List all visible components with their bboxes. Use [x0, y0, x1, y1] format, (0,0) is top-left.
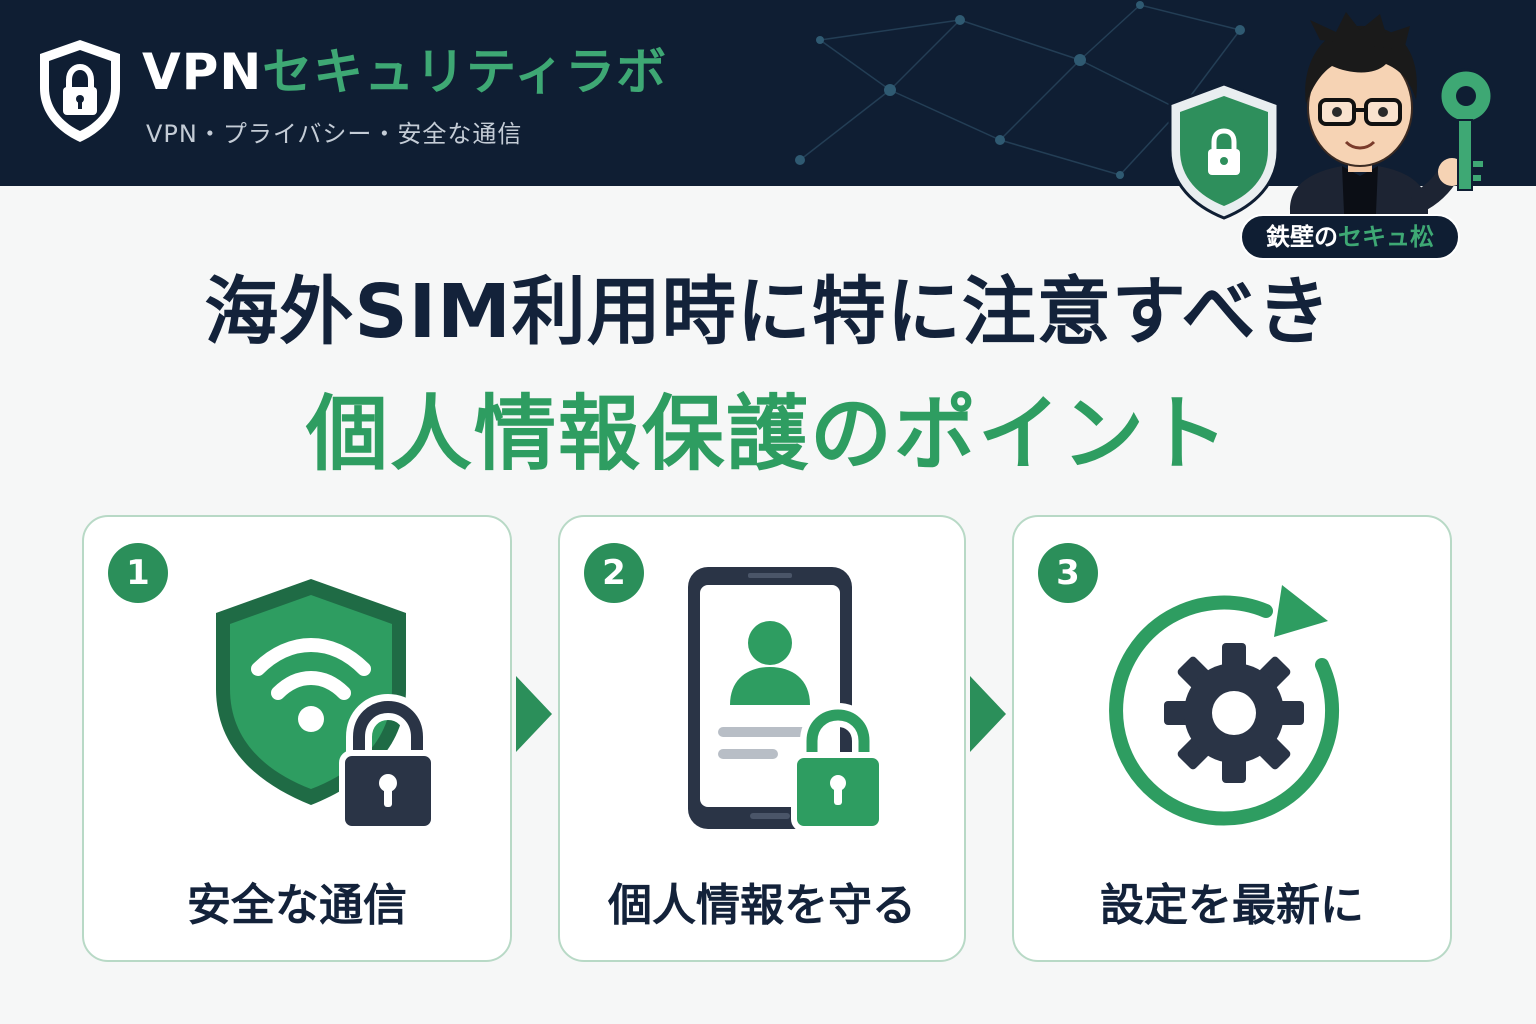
badge-part1: 鉄壁の	[1266, 223, 1338, 251]
step-label-3: 設定を最新に	[1100, 880, 1364, 931]
brand-vpn: VPN	[142, 43, 263, 101]
tagline: VPN・プライバシー・安全な通信	[146, 120, 523, 148]
mascot-name-badge: 鉄壁のセキュ松	[1240, 214, 1460, 260]
page-title-line2: 個人情報保護のポイント	[305, 387, 1230, 482]
step-card-1: 1 安全な通信	[82, 515, 512, 962]
step-label-1: 安全な通信	[187, 880, 407, 931]
brand-rest: セキュリティラボ	[262, 43, 668, 101]
step-number-1: 1	[108, 543, 168, 603]
step-label-2: 個人情報を守る	[608, 880, 916, 931]
step-number-2: 2	[584, 543, 644, 603]
step-card-2: 2 個人情報を守る	[558, 515, 966, 962]
gear-refresh-icon	[1109, 585, 1339, 826]
shield-lock-icon	[40, 40, 120, 142]
key-icon	[1438, 68, 1494, 191]
brand-name: VPNセキュリティラボ	[142, 42, 667, 102]
shield-lock-icon	[1168, 82, 1280, 220]
header-banner: VPNセキュリティラボ VPN・プライバシー・安全な通信	[0, 0, 1536, 186]
phone-profile-lock-icon	[688, 567, 885, 832]
page-title-line1: 海外SIM利用時に特に注意すべき	[204, 269, 1332, 355]
step-number-3: 3	[1038, 543, 1098, 603]
step-arrow-1	[516, 676, 552, 752]
badge-part2: セキュ松	[1338, 223, 1434, 251]
step-arrow-2	[970, 676, 1006, 752]
step-card-3: 3 設定を最新に	[1012, 515, 1452, 962]
wifi-shield-lock-icon	[216, 579, 437, 832]
